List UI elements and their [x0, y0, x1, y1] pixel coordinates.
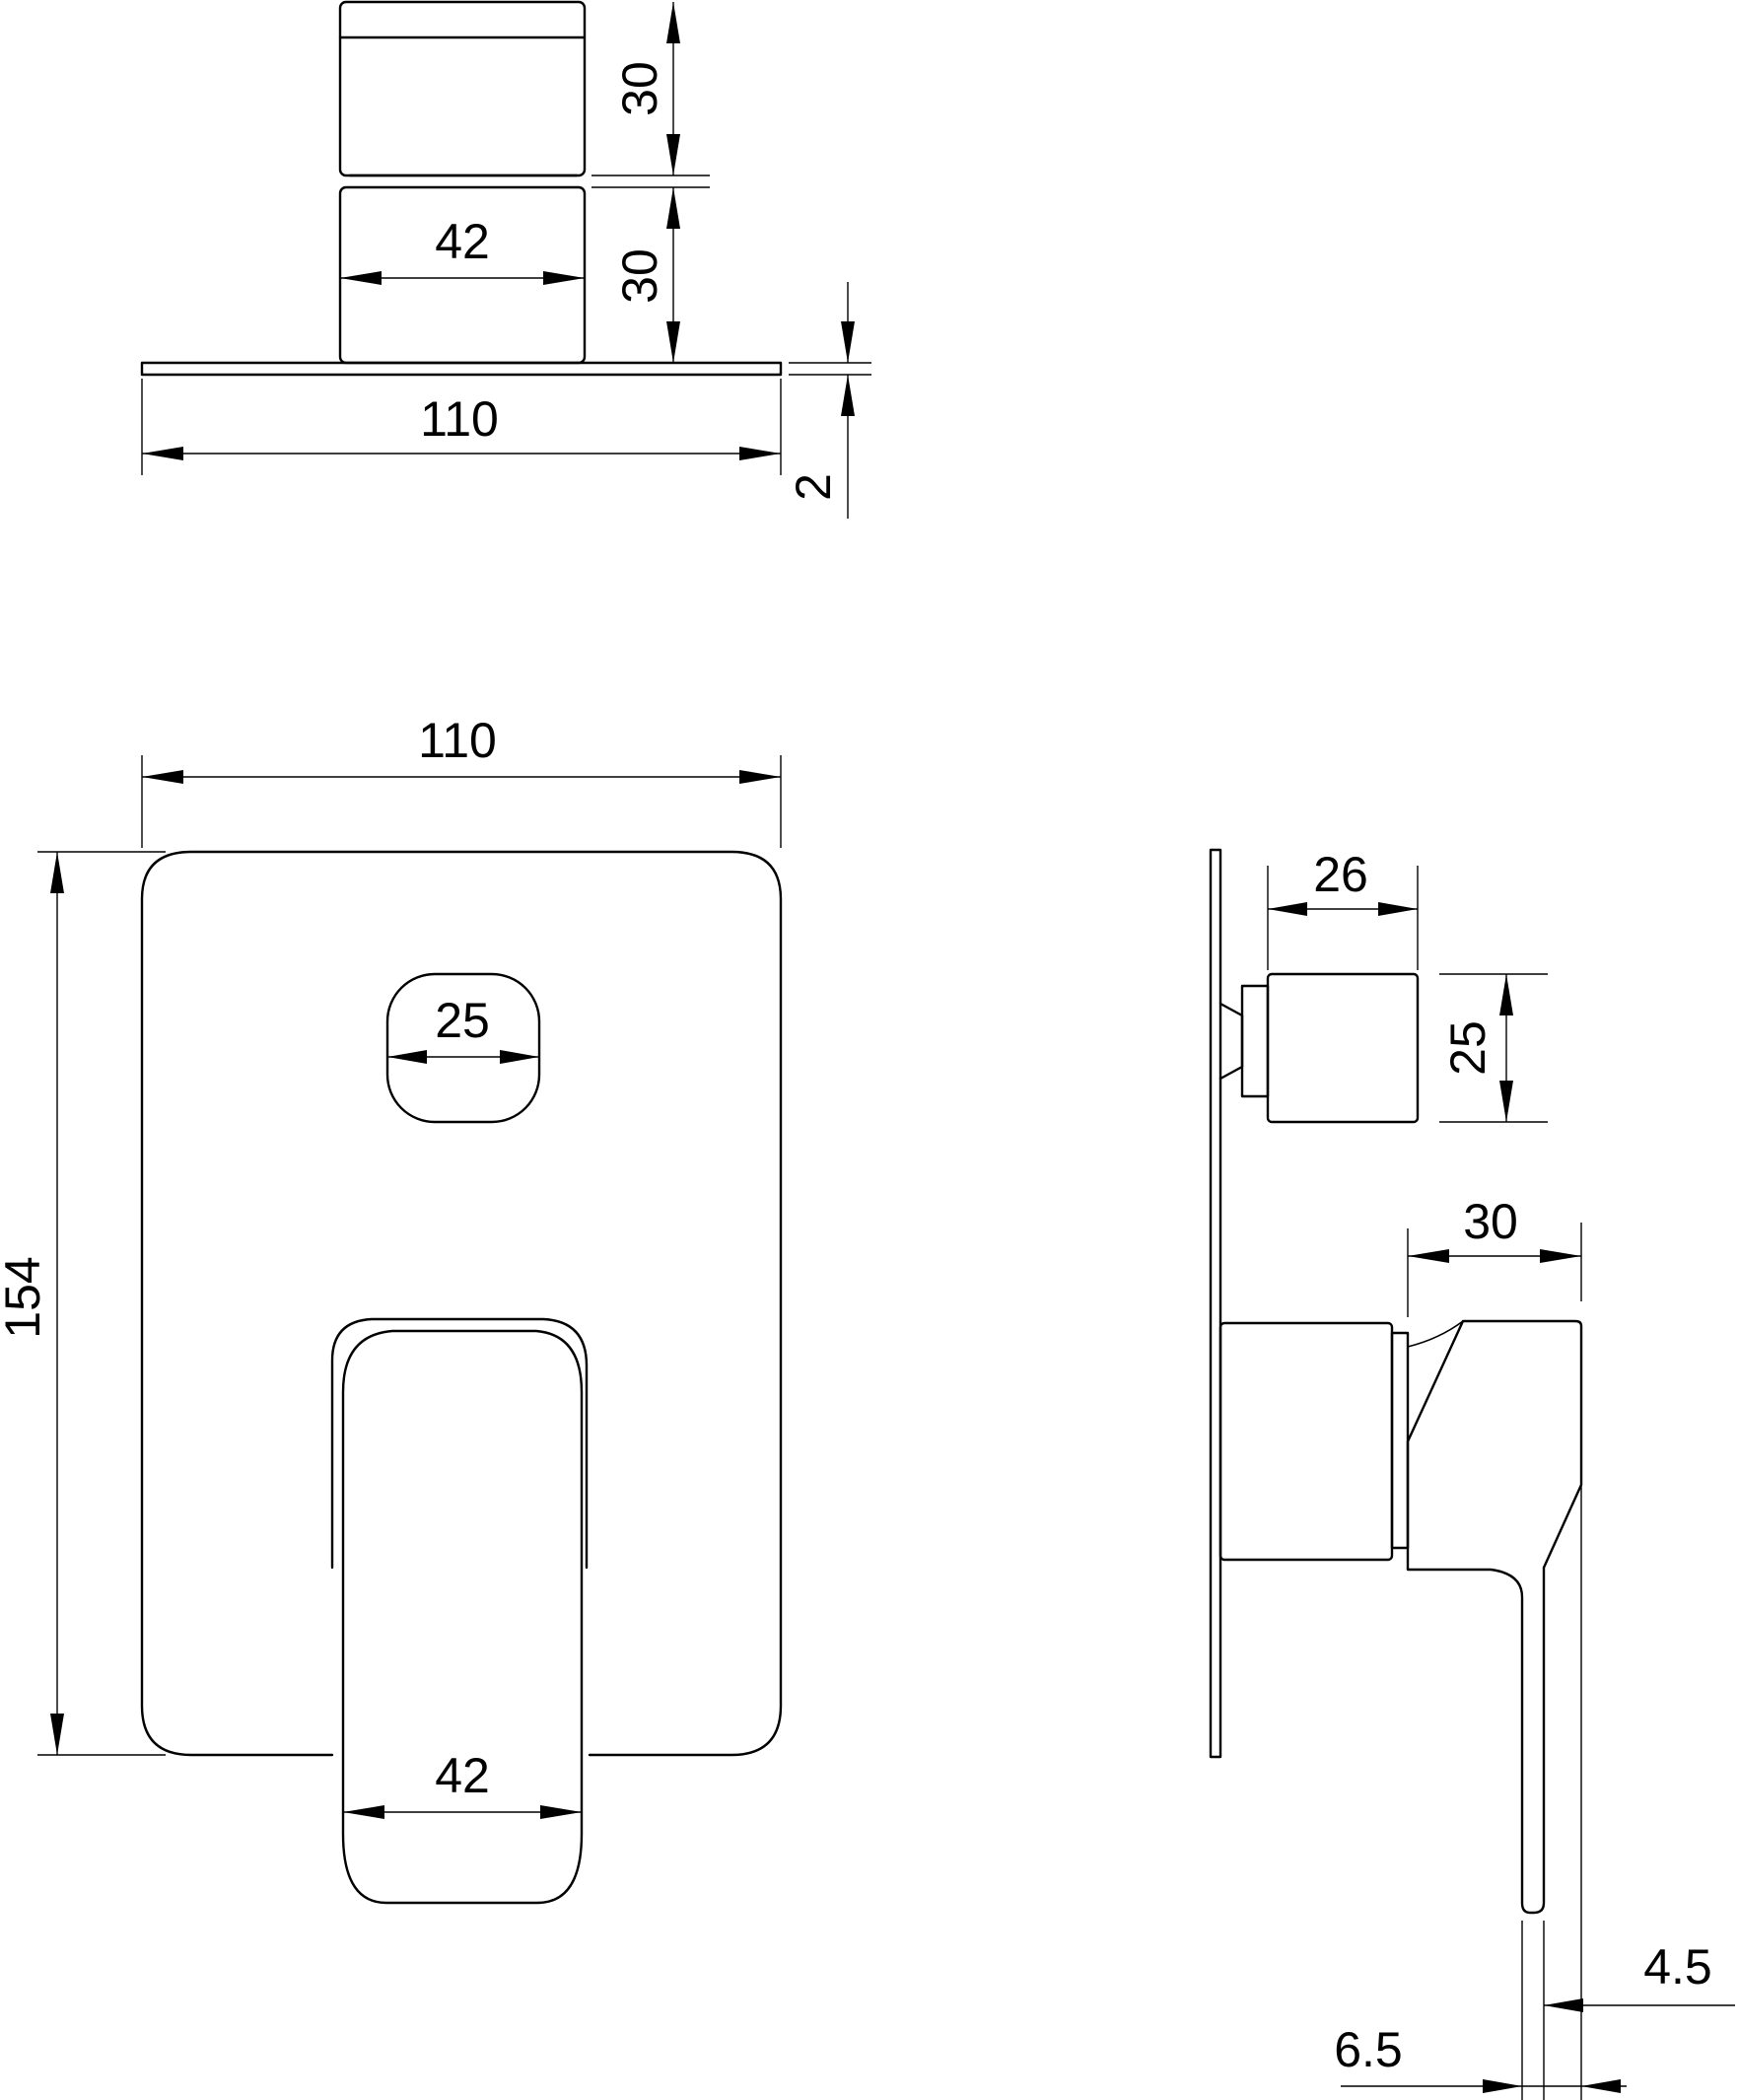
front-lever-handle	[341, 1329, 584, 1905]
dim-side-lever-offset: 6.5	[1334, 2022, 1403, 2077]
side-wall-plate	[1209, 848, 1222, 1759]
dim-side-lever-depth: 30	[1463, 1194, 1518, 1249]
dim-top-plate-thickness: 2	[786, 473, 841, 501]
dim-side-lever-thickness: 4.5	[1643, 1939, 1712, 1995]
dim-front-plate-height: 154	[0, 1256, 50, 1338]
side-view: 26 25 30 4.5 6.5	[1209, 847, 1735, 2100]
dim-top-handle-height: 30	[612, 61, 667, 116]
side-diverter-knob	[1266, 972, 1420, 1124]
front-diverter-knob	[385, 972, 541, 1124]
top-view: 30 30 42 110 2	[140, 0, 871, 519]
front-view: 110 154 25 42	[0, 713, 783, 1905]
side-knob-stem	[1218, 1002, 1244, 1081]
dim-top-body-height: 30	[612, 248, 667, 304]
front-cover-plate	[140, 850, 783, 1757]
side-lever-body	[1218, 1321, 1394, 1562]
dim-top-plate-width: 110	[420, 391, 499, 447]
top-handle-outline	[338, 0, 587, 177]
dim-front-lever-width: 42	[435, 1748, 490, 1803]
dim-side-knob-depth: 26	[1313, 847, 1368, 902]
dim-top-body-width: 42	[435, 214, 490, 269]
side-lever-handle	[1406, 1319, 1583, 1915]
top-wall-plate	[140, 361, 783, 377]
dim-side-knob-height: 25	[1440, 1020, 1496, 1076]
dim-front-plate-width: 110	[418, 713, 497, 768]
side-knob-stem-neck	[1240, 984, 1270, 1098]
side-lever-collar	[1390, 1331, 1410, 1550]
front-lever-base	[330, 1317, 589, 1570]
dim-front-knob-width: 25	[435, 993, 490, 1048]
